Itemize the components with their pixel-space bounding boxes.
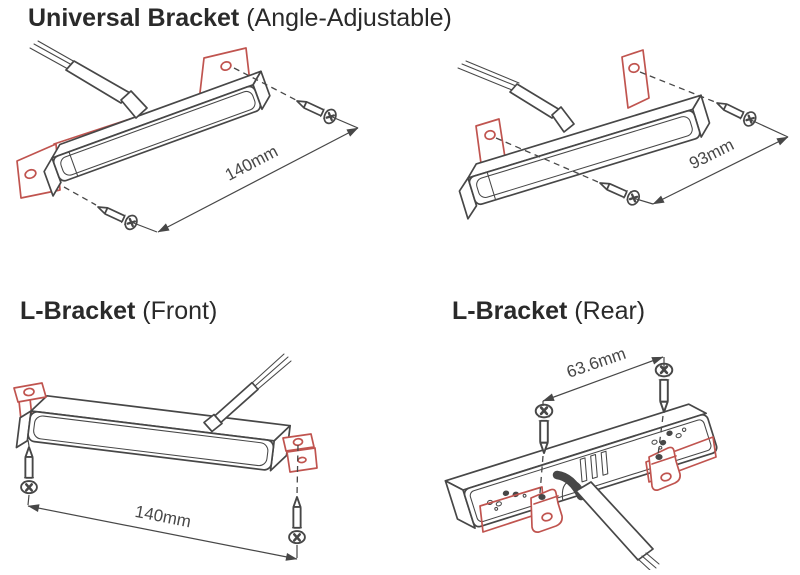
mounting-screw <box>19 445 39 495</box>
universal-bracket-length-figure: 140mm <box>10 40 400 280</box>
dimension-label: 93mm <box>686 135 737 173</box>
alignment-dashed-line <box>63 186 97 206</box>
bracket-hole <box>541 512 553 522</box>
lens-outline <box>33 415 269 467</box>
alignment-dashed-line <box>639 71 716 103</box>
section-title-l-bracket-front: L-Bracket (Front) <box>20 298 217 325</box>
universal-bracket-width-figure: 93mm <box>400 40 800 275</box>
mounting-screw <box>654 362 674 414</box>
l-bracket-left <box>13 382 47 403</box>
l-bracket-right <box>645 436 717 492</box>
mounting-screw <box>287 495 307 545</box>
device-body <box>458 94 711 220</box>
cable-wires <box>251 353 292 390</box>
bracket-screw <box>538 494 546 500</box>
device-body <box>43 70 271 197</box>
bracket-screw <box>655 454 663 460</box>
alignment-dashed-line <box>495 137 599 183</box>
title-l-bracket-front: L-Bracket <box>20 297 136 325</box>
bracket-hole <box>24 168 37 180</box>
power-cable <box>203 353 292 433</box>
l-bracket-rear-figure: 63.6mm <box>400 340 800 575</box>
bracket-hole <box>484 129 496 141</box>
alignment-dashed-line <box>296 444 299 497</box>
mounting-screw <box>534 403 554 455</box>
l-bracket-left <box>479 486 563 533</box>
section-title-universal-bracket: Universal Bracket (Angle-Adjustable) <box>28 5 452 32</box>
rear-screw <box>666 430 673 437</box>
bracket-hole <box>220 61 232 71</box>
vent-slots <box>579 450 609 483</box>
dimension-label: 140mm <box>133 502 192 531</box>
dimension-140mm: 140mm <box>27 494 298 561</box>
title-note-angle-adjustable: (Angle-Adjustable) <box>246 4 452 32</box>
mounting-screw <box>595 175 643 208</box>
device-body <box>15 394 291 472</box>
bracket-hole <box>628 62 640 74</box>
power-cable <box>552 470 660 572</box>
mounting-screw <box>93 199 141 233</box>
cable-wires <box>637 552 660 572</box>
dimension-label: 63.6mm <box>564 344 628 382</box>
rear-screw <box>502 490 510 496</box>
alignment-dashed-line <box>233 67 297 101</box>
dimension-label: 140mm <box>222 142 281 185</box>
bracket-hole <box>660 472 672 482</box>
title-universal-bracket: Universal Bracket <box>28 4 240 32</box>
rear-screw <box>659 439 667 446</box>
dimension-63-6mm: 63.6mm <box>542 344 665 406</box>
mounting-screw <box>292 93 340 127</box>
rear-panel-details <box>486 427 687 511</box>
l-bracket-front-figure: 140mm <box>0 340 400 575</box>
mounting-screw <box>712 95 760 130</box>
cable-wires <box>29 40 76 70</box>
lens-outline <box>476 116 693 198</box>
title-note-rear: (Rear) <box>574 297 646 325</box>
power-cable <box>29 40 148 119</box>
l-bracket-right <box>282 433 318 473</box>
bracket-hole <box>23 387 35 397</box>
device-body <box>444 403 718 529</box>
section-title-l-bracket-rear: L-Bracket (Rear) <box>452 298 645 325</box>
power-cable <box>457 60 575 133</box>
body-seam <box>68 151 79 177</box>
title-l-bracket-rear: L-Bracket <box>452 297 568 325</box>
body-seam <box>486 171 497 201</box>
alignment-dashed-line <box>657 415 664 456</box>
cable-wires <box>457 60 520 91</box>
title-note-front: (Front) <box>142 297 218 325</box>
